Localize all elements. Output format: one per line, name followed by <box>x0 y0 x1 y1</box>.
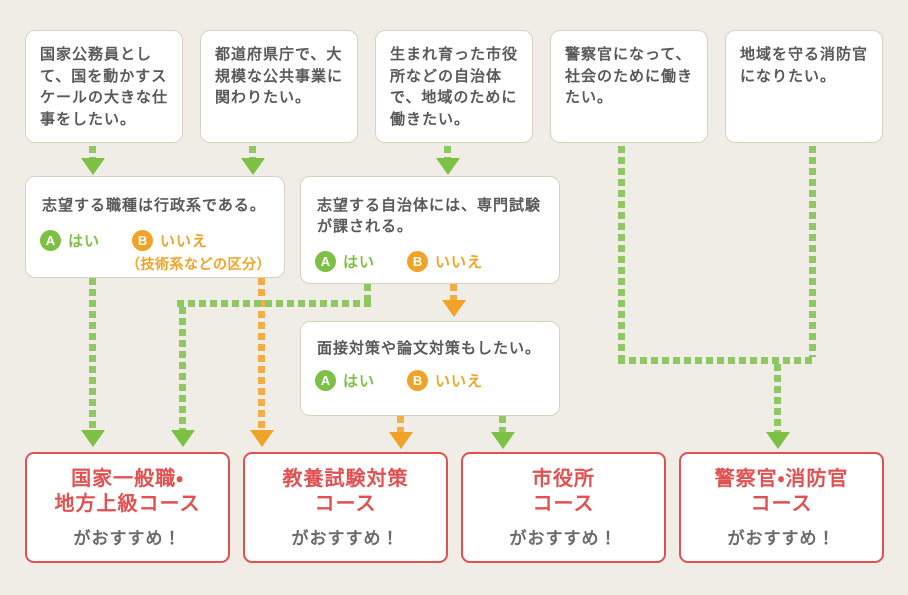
arrow-down-icon <box>81 158 105 175</box>
option-b-badge: B <box>132 230 154 251</box>
connector-q1-no <box>258 278 265 430</box>
option-a: A はい <box>315 251 375 272</box>
start-box-text: 都道府県庁で、大 規模な公共事業に 関わりたい。 <box>215 46 344 106</box>
connector-national-to-q1 <box>89 146 96 159</box>
result-title: 教養試験対策 コース <box>282 467 409 515</box>
option-b-label: いいえ <box>160 233 209 250</box>
option-b-badge: B <box>407 251 429 272</box>
start-box-firefighter: 地域を守る消防官 になりたい。 <box>725 30 883 143</box>
arrow-down-icon <box>250 430 274 447</box>
option-a-badge: A <box>315 370 336 391</box>
question-box-interview-essay: 面接対策や論文対策もしたい。 A はい B いいえ <box>300 321 560 416</box>
result-title: 市役所 コース <box>532 467 595 515</box>
start-box-text: 国家公務員とし て、国を動かすス ケールの大きな仕 事をしたい。 <box>40 46 169 128</box>
arrow-down-icon <box>81 430 105 447</box>
options-row: A はい B いいえ <box>301 359 559 391</box>
option-b-row: B いいえ <box>132 230 271 251</box>
start-box-prefecture: 都道府県庁で、大 規模な公共事業に 関わりたい。 <box>200 30 358 143</box>
connector-to-police-fire-course <box>774 364 781 432</box>
option-a-label: はい <box>68 233 101 250</box>
arrow-down-icon <box>442 300 466 317</box>
connector-q1-yes <box>89 278 96 430</box>
connector-q2-yes-down <box>364 284 371 300</box>
option-b-note: （技術系などの区分） <box>126 256 272 272</box>
option-b-label: いいえ <box>435 373 484 390</box>
option-a: A はい <box>315 370 375 391</box>
question-text: 志望する自治体には、専門試験 が課される。 <box>317 197 542 235</box>
question-box-job-type: 志望する職種は行政系である。 A はい B いいえ （技術系などの区分） <box>25 176 285 278</box>
result-title: 国家一般職・ 地方上級コース <box>54 467 201 515</box>
start-box-national-civil-servant: 国家公務員とし て、国を動かすス ケールの大きな仕 事をしたい。 <box>25 30 183 143</box>
arrow-down-icon <box>436 158 460 175</box>
connector-q2-no <box>450 284 457 300</box>
arrow-down-icon <box>241 158 265 175</box>
connector-q3-yes <box>499 416 506 432</box>
connector-police-down <box>618 146 625 357</box>
question-box-specialized-exam: 志望する自治体には、専門試験 が課される。 A はい B いいえ <box>300 176 560 284</box>
option-b-label: いいえ <box>435 254 484 271</box>
start-box-police: 警察官になって、 社会のために働き たい。 <box>550 30 708 143</box>
question-text: 面接対策や論文対策もしたい。 <box>317 340 542 357</box>
start-box-city-hall: 生まれ育った市役 所などの自治体 で、地域のために 働きたい。 <box>375 30 533 143</box>
result-box-city-hall-course: 市役所 コース がおすすめ！ <box>461 452 666 563</box>
result-box-general-exam-course: 教養試験対策 コース がおすすめ！ <box>243 452 448 563</box>
result-note: がおすすめ！ <box>291 528 400 548</box>
connector-q2-yes-drop <box>179 307 186 430</box>
option-b: B いいえ <box>407 370 483 391</box>
option-a: A はい <box>40 230 100 251</box>
connector-cityhall-to-q2 <box>444 146 451 159</box>
connector-prefecture-to-q1 <box>249 146 256 159</box>
option-b-badge: B <box>407 370 429 391</box>
connector-police-fire-merge <box>618 357 816 364</box>
result-box-national-general-course: 国家一般職・ 地方上級コース がおすすめ！ <box>25 452 230 563</box>
option-a-badge: A <box>40 230 61 251</box>
arrow-down-icon <box>766 432 790 449</box>
start-box-text: 地域を守る消防官 になりたい。 <box>740 46 869 85</box>
arrow-down-icon <box>171 430 195 447</box>
option-a-badge: A <box>315 251 336 272</box>
arrow-down-icon <box>491 432 515 449</box>
result-note: がおすすめ！ <box>509 528 618 548</box>
connector-q3-no <box>397 416 404 432</box>
result-note: がおすすめ！ <box>73 528 182 548</box>
options-row: A はい B いいえ （技術系などの区分） <box>26 216 284 274</box>
result-box-police-fire-course: 警察官・消防官 コース がおすすめ！ <box>679 452 884 563</box>
connector-q2-yes-left <box>177 300 371 307</box>
result-title: 警察官・消防官 コース <box>714 467 849 515</box>
option-a-label: はい <box>343 373 376 390</box>
result-note: がおすすめ！ <box>727 528 836 548</box>
start-box-text: 生まれ育った市役 所などの自治体 で、地域のために 働きたい。 <box>390 46 519 128</box>
option-b: B いいえ （技術系などの区分） <box>126 230 271 274</box>
options-row: A はい B いいえ <box>301 237 559 272</box>
arrow-down-icon <box>389 432 413 449</box>
connector-firefighter-down <box>809 146 816 357</box>
start-box-text: 警察官になって、 社会のために働き たい。 <box>565 46 694 106</box>
question-text: 志望する職種は行政系である。 <box>42 197 266 214</box>
option-a-label: はい <box>343 254 376 271</box>
option-b: B いいえ <box>407 251 483 272</box>
